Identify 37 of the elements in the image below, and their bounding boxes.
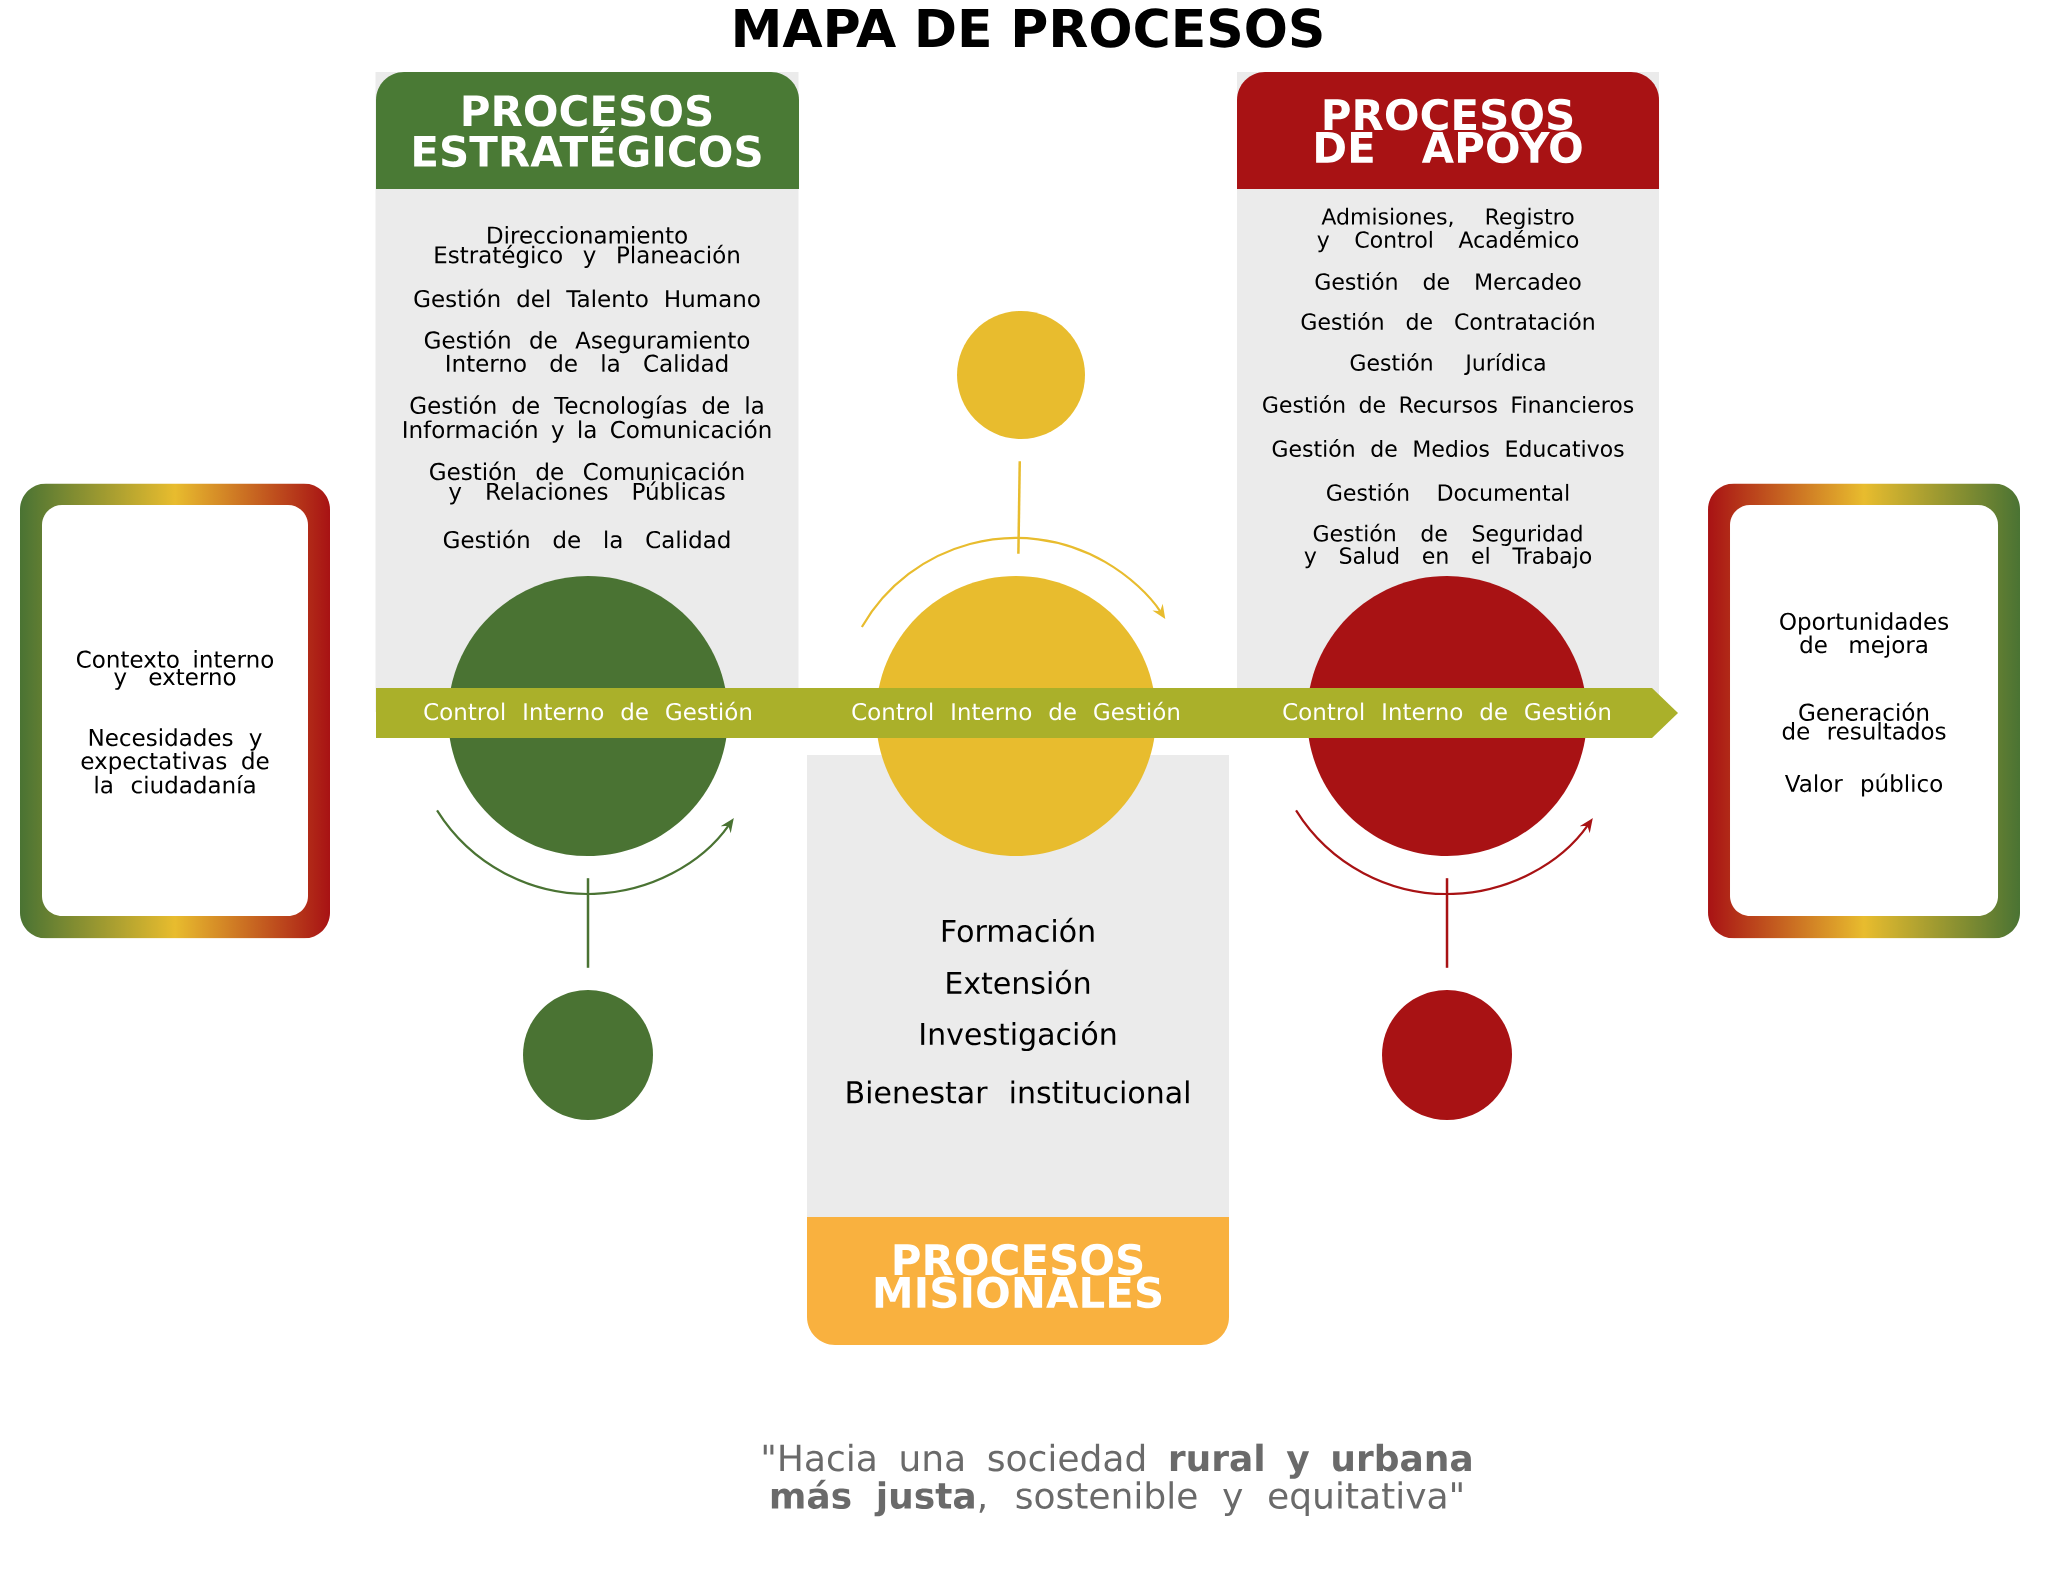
list-item: Gestión de Aseguramiento Interno de la Calidad [424,330,750,372]
list-item: Gestión de la Calidad [443,529,730,549]
box-text: Oportunidades de mejora [1780,612,1949,658]
list-item: Bienestar institucional [847,1080,1189,1104]
list-item: Gestión de Seguridad y Salud en el Trabajo [1304,523,1592,569]
box-text: Generación de resultados [1782,702,1946,740]
box-text: Necesidades y expectativas de la ciudadanía [81,728,269,794]
list-item: Gestión Documental [1327,483,1569,501]
list-item: Gestión de Contratación [1301,312,1594,330]
box-text: Valor público [1785,773,1942,797]
panel-header: PROCESOS ESTRATÉGICOS [376,72,799,189]
band-label: Control Interno de Gestión [1283,701,1610,721]
list-item: Gestión de Tecnologías de la Información y la Comunicación [404,395,771,443]
list-item: Formación [942,917,1094,943]
list-item: Extensión [947,969,1090,995]
title: MAPA DE PROCESOS [735,8,1322,48]
box-text: Contexto interno y externo [77,650,274,690]
connector-line [1445,878,1449,968]
list-item: Gestión de Mercadeo [1315,272,1581,290]
slogan: "Hacia una sociedad rural y urbana más justa, sostenible y equitativa" [763,1443,1471,1517]
list-item: Investigación [921,1020,1116,1052]
circle [957,311,1085,439]
connector-line [586,878,590,968]
connector-line [1017,461,1021,554]
band-label: Control Interno de Gestión [424,701,751,721]
list-item: Gestión Jurídica [1350,353,1545,375]
panel-header: PROCESOS DE APOYO [1237,72,1659,189]
list-item: Direccionamiento Estratégico y Planeación [435,226,739,268]
list-item: Admisiones, Registro y Control Académico [1317,207,1579,253]
panel-header: PROCESOS MISIONALES [807,1217,1229,1345]
band-label: Control Interno de Gestión [852,701,1179,721]
list-item: Gestión de Recursos Financieros [1263,395,1634,413]
list-item: Gestión de Comunicación y Relaciones Públicas [430,461,744,505]
list-item: Gestión de Medios Educativos [1272,439,1624,457]
circle [1382,990,1512,1120]
list-item: Gestión del Talento Humano [414,288,760,308]
circle [523,990,653,1120]
